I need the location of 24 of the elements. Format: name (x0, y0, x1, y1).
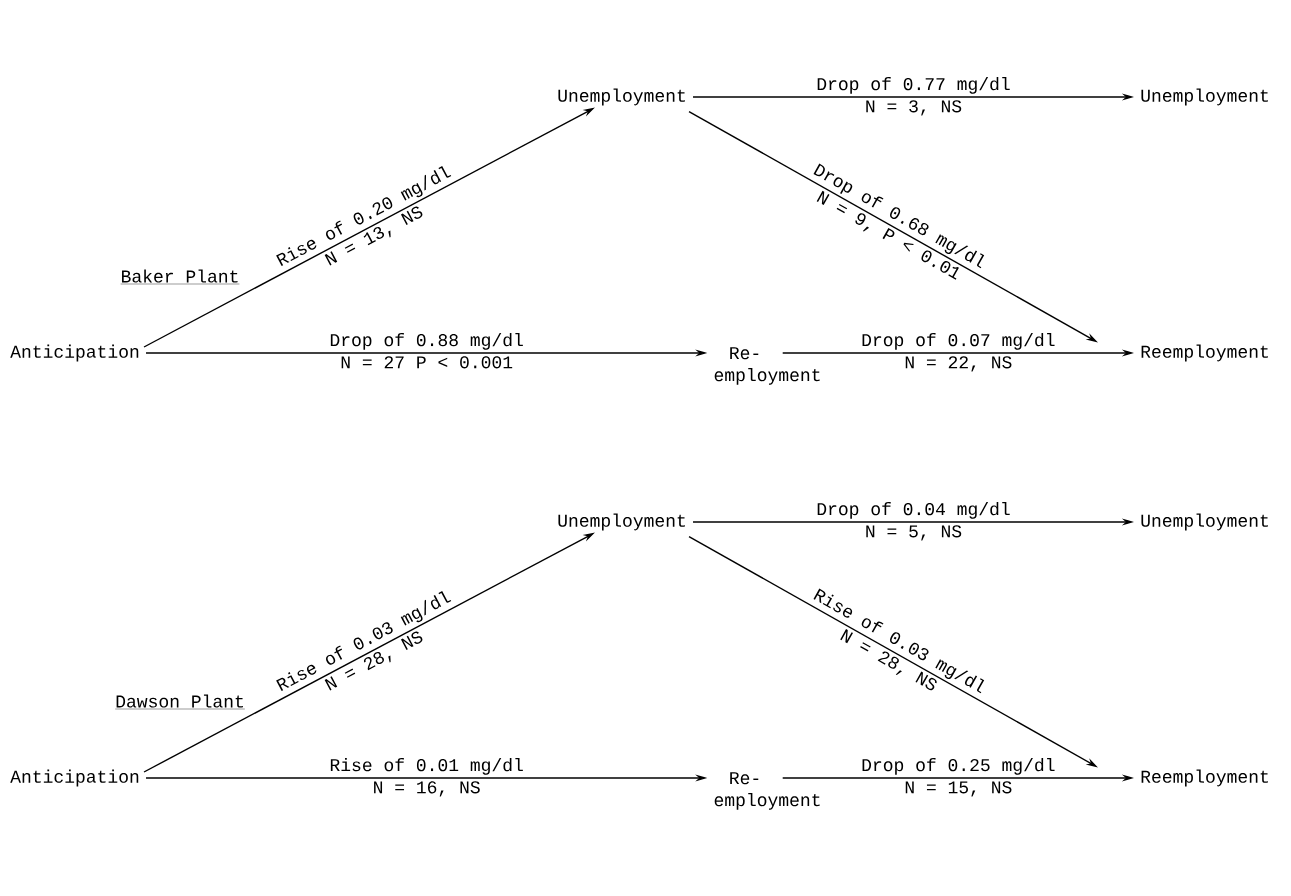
edge-label: N = 3, NS (866, 100, 962, 116)
state-label: Unemployment (558, 88, 685, 106)
edge-label: Rise of 0.01 mg/dl (330, 758, 523, 775)
plant-label: Baker Plant (120, 269, 240, 285)
state-label: Anticipation (10, 769, 139, 787)
edge-label: N = 5, NS (866, 525, 962, 541)
edge-label: Drop of 0.88 mg/dl (330, 333, 523, 350)
state-label: Re- employment (714, 347, 820, 385)
state-label: Reemployment (1141, 344, 1268, 362)
edge-label: N = 15, NS (905, 781, 1012, 797)
state-label: Unemployment (1141, 88, 1268, 106)
edge-label: Drop of 0.04 mg/dl (817, 502, 1010, 519)
state-label: Re- employment (714, 772, 820, 810)
edge-label: Drop of 0.77 mg/dl (817, 77, 1010, 94)
edge-label: Drop of 0.25 mg/dl (862, 758, 1055, 775)
edge-label: N = 22, NS (905, 356, 1012, 372)
edge-label: N = 16, NS (374, 781, 480, 797)
state-label: Unemployment (1141, 513, 1268, 531)
state-label: Anticipation (10, 344, 139, 362)
state-label: Unemployment (558, 513, 685, 531)
state-label: Reemployment (1141, 769, 1268, 787)
edge-label: Drop of 0.07 mg/dl (862, 333, 1055, 350)
plant-label: Dawson Plant (115, 694, 245, 710)
edge-label: N = 27 P < 0.001 (341, 356, 513, 369)
